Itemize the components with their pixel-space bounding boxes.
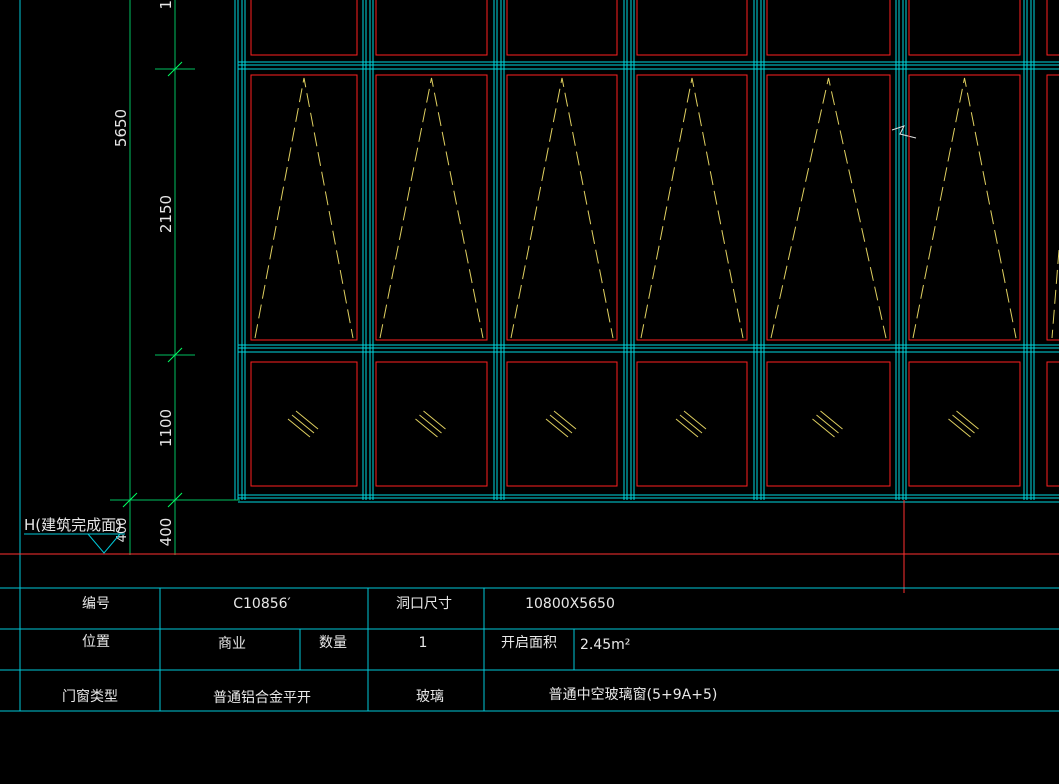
opening-mark: [379, 77, 484, 339]
dim-base: 400: [157, 518, 175, 547]
glass-hatch: [679, 414, 703, 434]
glass-hatch: [956, 410, 979, 430]
glass-hatch: [820, 410, 843, 430]
opening-mark: [912, 77, 1017, 339]
glass-value: 普通中空玻璃窗(5+9A+5): [549, 686, 718, 703]
sash-fixed: [506, 361, 618, 487]
sash-top: [636, 0, 748, 56]
sash-top: [1046, 0, 1059, 56]
qty-label: 数量: [319, 635, 347, 651]
sash-fixed: [375, 361, 488, 487]
glass-hatch: [419, 414, 442, 434]
dim-top-cut: 12: [157, 0, 175, 10]
sash-fixed: [908, 361, 1021, 487]
dim-overall: 5650: [112, 109, 130, 147]
type-label: 门窗类型: [62, 688, 118, 705]
sash-top: [250, 0, 358, 56]
sash-fixed: [250, 361, 358, 487]
sash-fixed: [1046, 361, 1059, 487]
sash-casement: [766, 74, 891, 341]
sash-casement: [636, 74, 748, 341]
opening-mark: [254, 77, 354, 339]
casement-opening-marks: [254, 77, 1059, 339]
dim-lower: 1100: [157, 409, 175, 447]
sash-top: [766, 0, 891, 56]
glass-hatch: [948, 418, 971, 438]
opening-mark: [510, 77, 614, 339]
glass-hatch: [549, 414, 573, 434]
sash-fixed: [636, 361, 748, 487]
dimension-lines: [19, 0, 240, 590]
elevation-marker-icon: [24, 533, 125, 554]
glass-hatch: [291, 414, 315, 434]
sash-top: [908, 0, 1021, 56]
glass-hatch: [675, 418, 699, 438]
window-frame-grid: [234, 0, 1059, 503]
code-value: C10856′: [233, 596, 291, 612]
area-value: 2.45m²: [580, 637, 630, 653]
glass-hatch: [295, 410, 319, 430]
opening-mark: [640, 77, 744, 339]
sash-top: [506, 0, 618, 56]
glass-hatch: [423, 410, 446, 430]
size-value: 10800X5650: [525, 596, 615, 612]
glass-hatch: [415, 418, 438, 438]
qty-value: 1: [419, 635, 428, 651]
sash-casement: [908, 74, 1021, 341]
glass-hatch: [287, 418, 311, 438]
glass-hatch: [545, 418, 569, 438]
opening-mark: [1051, 249, 1059, 339]
sash-casement: [250, 74, 358, 341]
ground-label: H(建筑完成面): [24, 516, 122, 534]
dim-upper: 2150: [157, 195, 175, 233]
sash-casement: [375, 74, 488, 341]
info-table-lines: [0, 587, 1059, 712]
area-label: 开启面积: [501, 635, 557, 651]
type-value: 普通铝合金平开: [213, 690, 311, 706]
code-label: 编号: [82, 596, 110, 612]
glass-hatch: [816, 414, 839, 434]
sash-casement: [1046, 74, 1059, 341]
glass-hatch: [812, 418, 835, 438]
break-symbol-icon: [891, 125, 917, 139]
glass-label: 玻璃: [416, 688, 444, 705]
window-sashes: [250, 0, 1059, 487]
glass-hatch-marks: [287, 410, 979, 438]
sash-top: [375, 0, 488, 56]
size-label: 洞口尺寸: [396, 596, 452, 612]
sash-casement: [506, 74, 618, 341]
glass-hatch: [683, 410, 707, 430]
opening-mark: [770, 77, 887, 339]
glass-hatch: [952, 414, 975, 434]
glass-hatch: [553, 410, 577, 430]
position-value: 商业: [218, 636, 246, 652]
sash-fixed: [766, 361, 891, 487]
position-label: 位置: [82, 634, 110, 650]
